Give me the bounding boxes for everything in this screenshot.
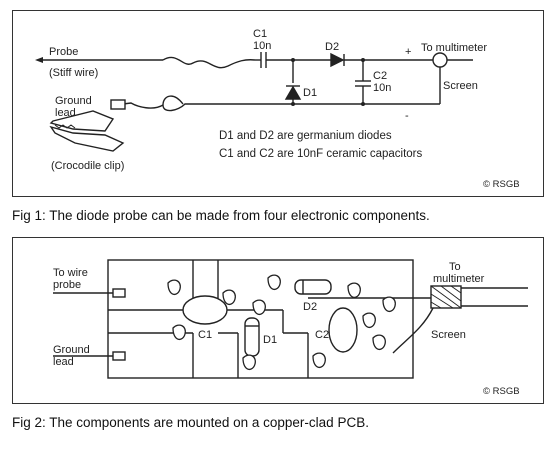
to-label: To bbox=[449, 261, 461, 273]
figure-1-caption: Fig 1: The diode probe can be made from … bbox=[12, 208, 430, 223]
c2-label: C2 bbox=[315, 329, 329, 341]
figure-2-pcb-layout: To wire probe Ground lead C1 D1 D2 C2 To… bbox=[12, 237, 544, 404]
probe-flex-lead bbox=[162, 56, 256, 69]
crocodile-clip-label: (Crocodile clip) bbox=[51, 160, 124, 172]
d2-label: D2 bbox=[303, 301, 317, 313]
c1-name: C1 bbox=[253, 28, 267, 40]
copyright: © RSGB bbox=[483, 179, 520, 190]
d1-diode bbox=[244, 317, 260, 357]
capacitor-note: C1 and C2 are 10nF ceramic capacitors bbox=[219, 148, 423, 160]
c1-value: 10n bbox=[253, 40, 271, 52]
screen-label: Screen bbox=[443, 80, 478, 92]
c2-capacitor bbox=[328, 307, 358, 353]
copyright: © RSGB bbox=[483, 386, 520, 397]
screen-wire bbox=[392, 307, 434, 354]
d1-diode-symbol bbox=[284, 85, 302, 100]
probe-label: probe bbox=[53, 279, 81, 291]
schematic-drawing: Probe (Stiff wire) Ground lead (Crocodil… bbox=[35, 28, 520, 190]
probe-tip bbox=[35, 57, 43, 63]
solder-pads bbox=[167, 274, 396, 370]
d2-diode-symbol bbox=[330, 52, 345, 68]
screen-label: Screen bbox=[431, 329, 466, 341]
to-multimeter-label: To multimeter bbox=[421, 42, 487, 54]
lead-sleeve bbox=[110, 99, 126, 110]
plus-terminal: + bbox=[405, 46, 411, 58]
crocodile-clip-lower bbox=[49, 125, 125, 152]
d2-name: D2 bbox=[325, 41, 339, 53]
junction-dot bbox=[361, 102, 365, 106]
crocodile-clip-upper bbox=[49, 110, 115, 132]
junction-dot bbox=[291, 58, 295, 62]
figure-2-caption: Fig 2: The components are mounted on a c… bbox=[12, 415, 369, 430]
ground-lead-wire bbox=[122, 102, 164, 109]
junction-dot bbox=[291, 102, 295, 106]
lead-label: lead bbox=[55, 107, 76, 119]
to-wire-label: To wire bbox=[53, 267, 88, 279]
figure-1-schematic: Probe (Stiff wire) Ground lead (Crocodil… bbox=[12, 10, 544, 197]
d1-name: D1 bbox=[303, 87, 317, 99]
c1-capacitor bbox=[182, 295, 228, 325]
c1-label: C1 bbox=[198, 329, 212, 341]
c2-name: C2 bbox=[373, 70, 387, 82]
lead-label: lead bbox=[53, 356, 74, 368]
pcb-drawing: To wire probe Ground lead C1 D1 D2 C2 To… bbox=[53, 259, 528, 397]
diode-note: D1 and D2 are germanium diodes bbox=[219, 130, 392, 142]
ground-label: Ground bbox=[53, 344, 90, 356]
coax-screen-ring bbox=[432, 52, 448, 68]
pcb-board bbox=[107, 259, 414, 379]
multimeter-label: multimeter bbox=[433, 273, 485, 285]
probe-label: Probe bbox=[49, 46, 78, 58]
stiff-wire-label: (Stiff wire) bbox=[49, 67, 98, 79]
minus-terminal: - bbox=[405, 110, 409, 122]
d2-diode bbox=[294, 279, 332, 295]
d1-label: D1 bbox=[263, 334, 277, 346]
ground-label: Ground bbox=[55, 95, 92, 107]
junction-dot bbox=[361, 58, 365, 62]
c2-value: 10n bbox=[373, 82, 391, 94]
